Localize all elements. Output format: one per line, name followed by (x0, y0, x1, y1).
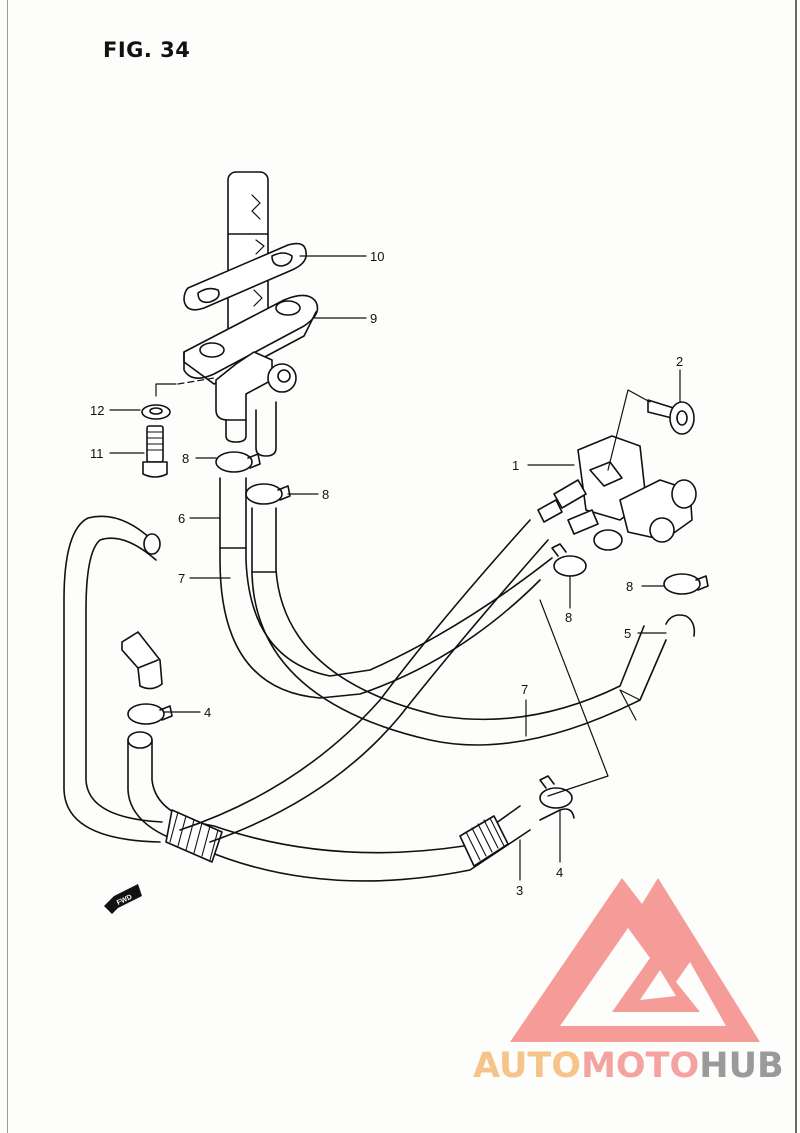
clamp-part-4-b (539, 775, 573, 809)
callout-4-a: 4 (204, 705, 211, 720)
watermark-text-moto: MOTO (581, 1046, 700, 1086)
callout-6: 6 (178, 511, 185, 526)
callout-5: 5 (624, 626, 631, 641)
callout-4-b: 4 (556, 865, 563, 880)
hose-part-6 (219, 477, 541, 699)
clamp-part-8-d (663, 573, 709, 595)
frame-left-edge (7, 0, 8, 1133)
callout-12: 12 (90, 403, 104, 418)
callout-11: 11 (90, 446, 104, 461)
callout-9: 9 (370, 311, 377, 326)
callout-10: 10 (370, 249, 384, 264)
watermark-text: AUTOMOTOHUB (473, 1046, 784, 1086)
hose-part-5 (665, 614, 696, 637)
watermark-logo (510, 878, 760, 1042)
screw-part-11 (142, 425, 168, 478)
corrugated-sleeve-right (459, 815, 509, 867)
strainer-filter (227, 171, 269, 338)
clamp-part-8-c (551, 543, 587, 577)
callout-1: 1 (512, 458, 519, 473)
figure-title: FIG. 34 (103, 38, 191, 62)
watermark-text-hub: HUB (699, 1046, 784, 1086)
plate-part-9 (183, 294, 319, 385)
clamp-part-4-a (127, 703, 173, 725)
callout-8-c: 8 (565, 610, 572, 625)
t-joint (121, 631, 163, 690)
watermark-text-auto: AUTO (473, 1046, 582, 1086)
frame-right-edge (795, 0, 797, 1133)
gasket-part-10 (183, 242, 308, 311)
washer-part-12 (141, 404, 171, 420)
callout-labels: 10 9 2 12 1 8 11 8 6 7 8 8 5 7 4 4 3 (90, 249, 683, 898)
hose-part-3 (127, 739, 531, 882)
callout-8-d: 8 (626, 579, 633, 594)
hose-part-7 (251, 507, 667, 746)
fwd-arrow-icon: FWD (104, 884, 142, 914)
hose-loop-left (63, 515, 161, 843)
callout-7-b: 7 (521, 682, 528, 697)
fuel-cock-body (215, 351, 297, 457)
fuel-cock-part-1 (537, 435, 697, 551)
callout-2: 2 (676, 354, 683, 369)
callout-3: 3 (516, 883, 523, 898)
callout-7-a: 7 (178, 571, 185, 586)
clamp-part-8-b (245, 483, 291, 505)
callout-8-b: 8 (322, 487, 329, 502)
corrugated-sleeve-left (165, 809, 223, 863)
bolt-part-2 (647, 399, 695, 435)
callout-8-a: 8 (182, 451, 189, 466)
clamp-part-8-a (215, 451, 261, 473)
